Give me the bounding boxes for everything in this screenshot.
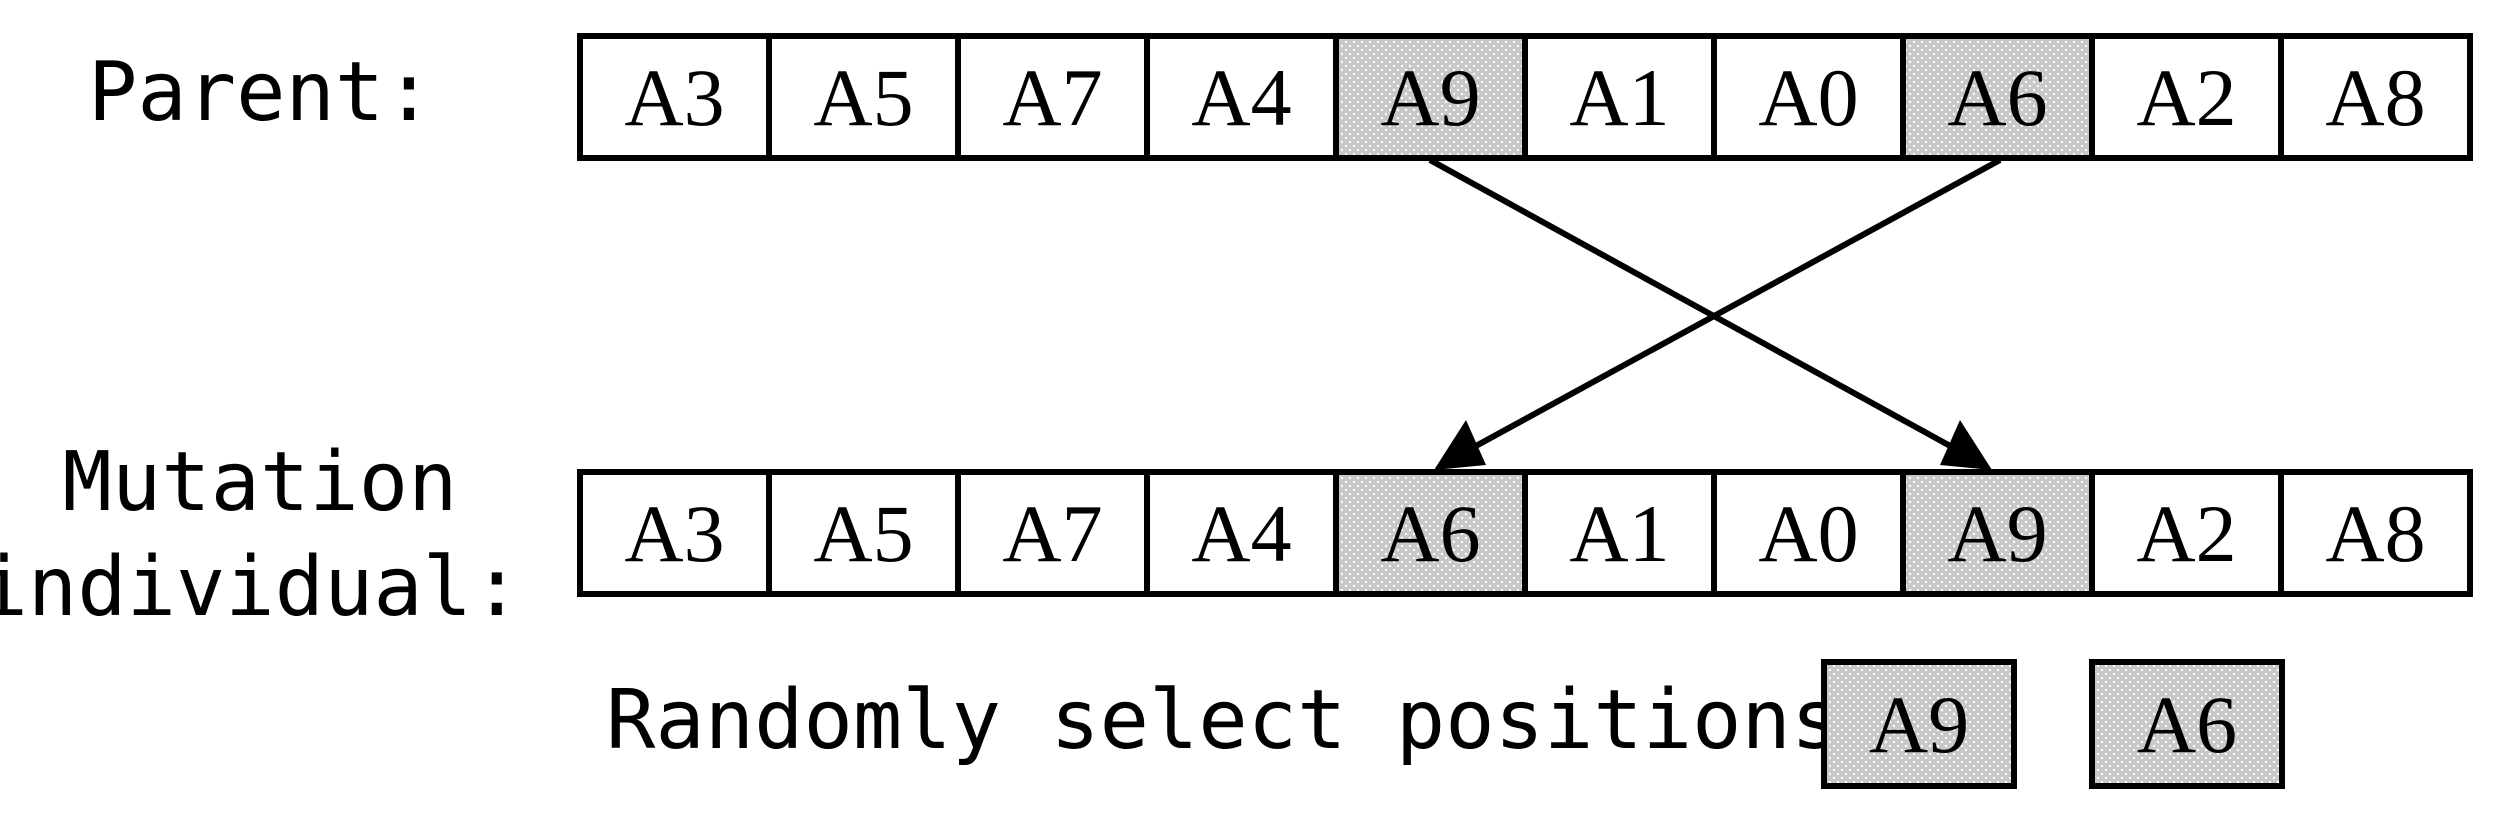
- mutation-gene-label: A9: [1947, 488, 2047, 579]
- selected-position-label: A9: [1869, 679, 1969, 770]
- selected-position-box-a6: [2089, 659, 2285, 789]
- selected-position-box-a9: [1821, 659, 2017, 789]
- mutation-cell-a5: [766, 469, 961, 597]
- parent-cell-a1: [1522, 33, 1717, 161]
- selected-position-label: A6: [2137, 679, 2237, 770]
- mutation-cell-a4: [1144, 469, 1339, 597]
- parent-gene-label: A2: [2136, 52, 2236, 143]
- parent-cell-a5: [766, 33, 961, 161]
- parent-gene-label: A4: [1191, 52, 1291, 143]
- swap-arrow-line-a6: [1461, 157, 2002, 456]
- parent-gene-label: A9: [1380, 52, 1480, 143]
- selected-positions: A9 A6: [1821, 659, 2285, 789]
- parent-cell-a2: [2089, 33, 2284, 161]
- parent-gene-label: A1: [1569, 52, 1669, 143]
- parent-gene-label: A3: [624, 52, 724, 143]
- mutation-gene-label: A6: [1380, 488, 1480, 579]
- mutation-gene-label: A2: [2136, 488, 2236, 579]
- mutation-cell-a7: [955, 469, 1150, 597]
- mutation-gene-label: A7: [1002, 488, 1102, 579]
- mutation-gene-label: A0: [1758, 488, 1858, 579]
- parent-cell-a0: [1711, 33, 1906, 161]
- parent-label: Parent:: [88, 45, 434, 140]
- parent-cell-a7: [955, 33, 1150, 161]
- mutation-label-line1: Mutation: [63, 435, 458, 530]
- mutation-gene-label: A8: [2325, 488, 2425, 579]
- mutation-cell-a0: [1711, 469, 1906, 597]
- parent-gene-label: A5: [813, 52, 913, 143]
- parent-cell-a6: [1900, 33, 2095, 161]
- parent-chromosome: A3 A5 A7 A4 A9 A1 A0 A6 A2 A8: [577, 33, 2473, 161]
- parent-cell-a9: [1333, 33, 1528, 161]
- mutation-chromosome: A3 A5 A7 A4 A6 A1 A0 A9 A2 A8: [577, 469, 2473, 597]
- swap-arrow-line-a9: [1428, 157, 1965, 456]
- swap-arrowhead-a9: [1940, 420, 1992, 470]
- swap-arrowhead-a6: [1434, 420, 1486, 470]
- mutation-cell-a8: [2278, 469, 2473, 597]
- parent-cell-a8: [2278, 33, 2473, 161]
- random-select-label: Randomly select positions :: [606, 673, 1939, 768]
- mutation-gene-label: A1: [1569, 488, 1669, 579]
- mutation-gene-label: A4: [1191, 488, 1291, 579]
- parent-gene-label: A6: [1947, 52, 2047, 143]
- parent-gene-label: A7: [1002, 52, 1102, 143]
- mutation-cell-a1: [1522, 469, 1717, 597]
- parent-gene-label: A0: [1758, 52, 1858, 143]
- mutation-cell-a2: [2089, 469, 2284, 597]
- mutation-gene-label: A3: [624, 488, 724, 579]
- mutation-gene-label: A5: [813, 488, 913, 579]
- mutation-label-line2: individual:: [0, 540, 522, 635]
- parent-gene-label: A8: [2325, 52, 2425, 143]
- parent-cell-a3: [577, 33, 772, 161]
